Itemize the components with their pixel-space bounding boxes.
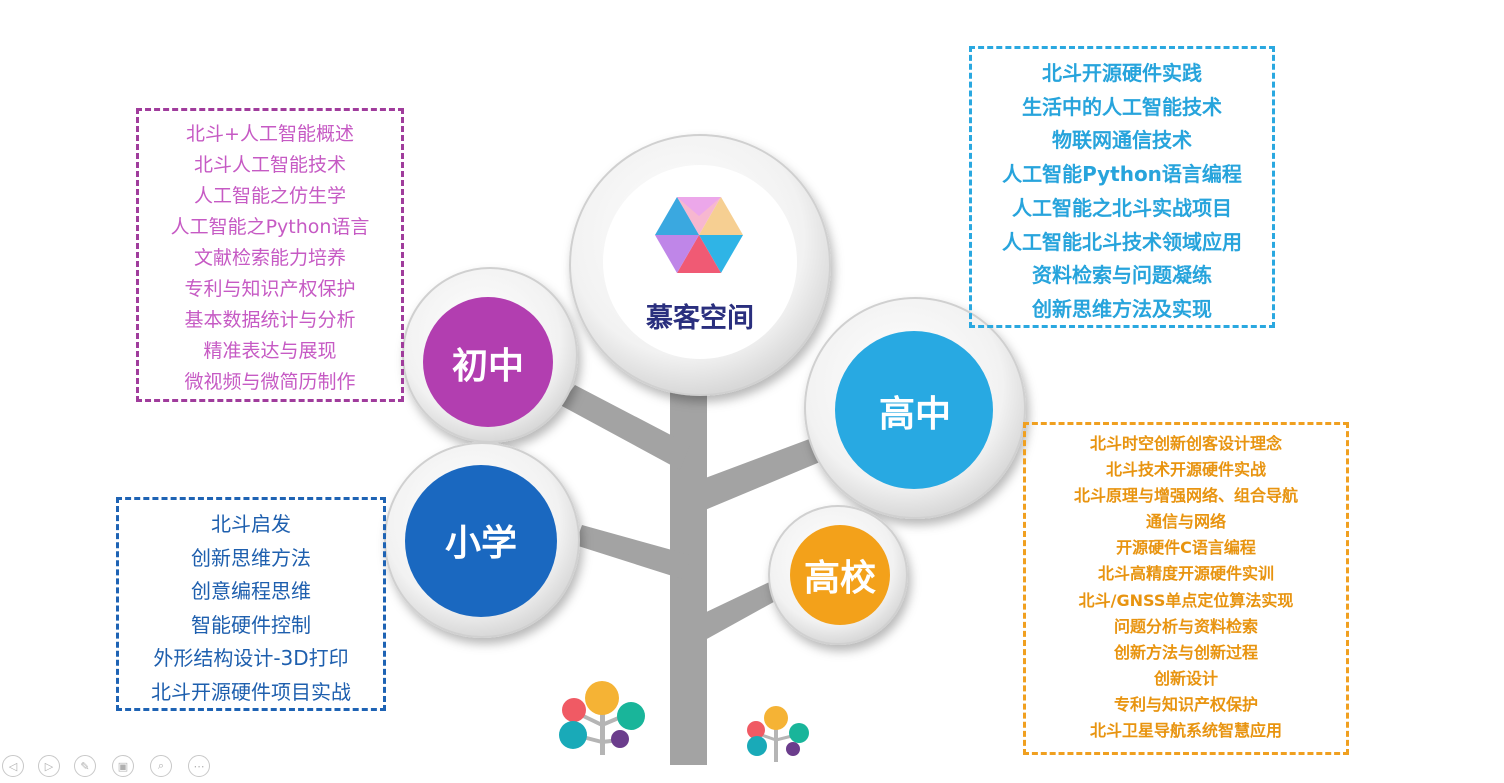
slides-icon[interactable]: ▣	[112, 755, 134, 777]
node-primary: 小学	[444, 523, 517, 564]
list-item: 北斗开源硬件项目实战	[151, 679, 351, 704]
list-item: 人工智能之北斗实战项目	[1012, 195, 1232, 220]
list-item: 外形结构设计-3D打印	[153, 646, 349, 670]
list-item: 北斗时空创新创客设计理念	[1089, 434, 1282, 453]
list-item: 创新方法与创新过程	[1113, 642, 1258, 662]
list-item: 北斗人工智能技术	[193, 154, 346, 176]
brand-name: 慕客空间	[646, 303, 754, 334]
list-item: 精准表达与展现	[203, 340, 337, 362]
senior-circle	[835, 331, 993, 489]
list-item: 人工智能Python语言编程	[1002, 162, 1242, 187]
node-senior: 高中	[878, 394, 951, 435]
list-item: 智能硬件控制	[191, 612, 311, 637]
list-item: 问题分析与资料检索	[1113, 616, 1258, 636]
list-item: 人工智能之仿生学	[193, 185, 346, 207]
list-item: 人工智能之Python语言	[170, 216, 370, 238]
next-icon[interactable]: ▷	[38, 755, 60, 777]
primary-course-list: 北斗启发 创新思维方法 创意编程思维 智能硬件控制 外形结构设计-3D打印 北斗…	[116, 497, 386, 711]
list-item: 北斗/GNSS单点定位算法实现	[1078, 590, 1294, 610]
list-item: 专利与知识产权保护	[184, 278, 356, 300]
list-item: 文献检索能力培养	[193, 247, 346, 269]
list-item: 北斗高精度开源硬件实训	[1097, 564, 1274, 584]
list-item: 北斗+人工智能概述	[186, 123, 354, 145]
zoom-icon[interactable]: ⌕	[150, 755, 172, 777]
decor-tree-right-icon	[747, 706, 809, 762]
list-item: 通信与网络	[1145, 512, 1226, 532]
list-item: 基本数据统计与分析	[184, 309, 356, 331]
list-item: 创意编程思维	[191, 579, 311, 603]
senior-course-list: 北斗开源硬件实践 生活中的人工智能技术 物联网通信技术 人工智能Python语言…	[969, 46, 1275, 328]
list-item: 人工智能北斗技术领域应用	[1002, 229, 1242, 254]
list-item: 开源硬件C语言编程	[1116, 538, 1256, 558]
prev-icon[interactable]: ◁	[2, 755, 24, 777]
list-item: 物联网通信技术	[1052, 128, 1192, 153]
pen-icon[interactable]: ✎	[74, 755, 96, 777]
node-junior: 初中	[451, 346, 524, 387]
list-item: 北斗开源硬件实践	[1042, 61, 1202, 85]
list-item: 创新设计	[1153, 668, 1218, 688]
list-item: 专利与知识产权保护	[1113, 694, 1258, 714]
list-item: 北斗原理与增强网络、组合导航	[1073, 486, 1298, 506]
college-course-list: 北斗时空创新创客设计理念 北斗技术开源硬件实战 北斗原理与增强网络、组合导航 通…	[1023, 422, 1349, 755]
list-item: 创新思维方法	[191, 545, 311, 570]
junior-course-list: 北斗+人工智能概述 北斗人工智能技术 人工智能之仿生学 人工智能之Python语…	[136, 108, 404, 402]
node-college: 高校	[803, 558, 876, 599]
college-circle	[790, 525, 890, 625]
list-item: 资料检索与问题凝练	[1032, 263, 1212, 288]
list-item: 生活中的人工智能技术	[1022, 94, 1222, 119]
list-item: 微视频与微简历制作	[184, 371, 356, 393]
list-item: 北斗技术开源硬件实战	[1105, 460, 1266, 480]
decor-tree-left-icon	[559, 681, 645, 755]
logo-icon	[655, 197, 743, 273]
junior-circle	[423, 297, 553, 427]
list-item: 北斗启发	[211, 512, 291, 536]
list-item: 创新思维方法及实现	[1032, 296, 1212, 321]
primary-circle	[405, 465, 557, 617]
more-icon[interactable]: ⋯	[188, 755, 210, 777]
list-item: 北斗卫星导航系统智慧应用	[1089, 721, 1282, 741]
